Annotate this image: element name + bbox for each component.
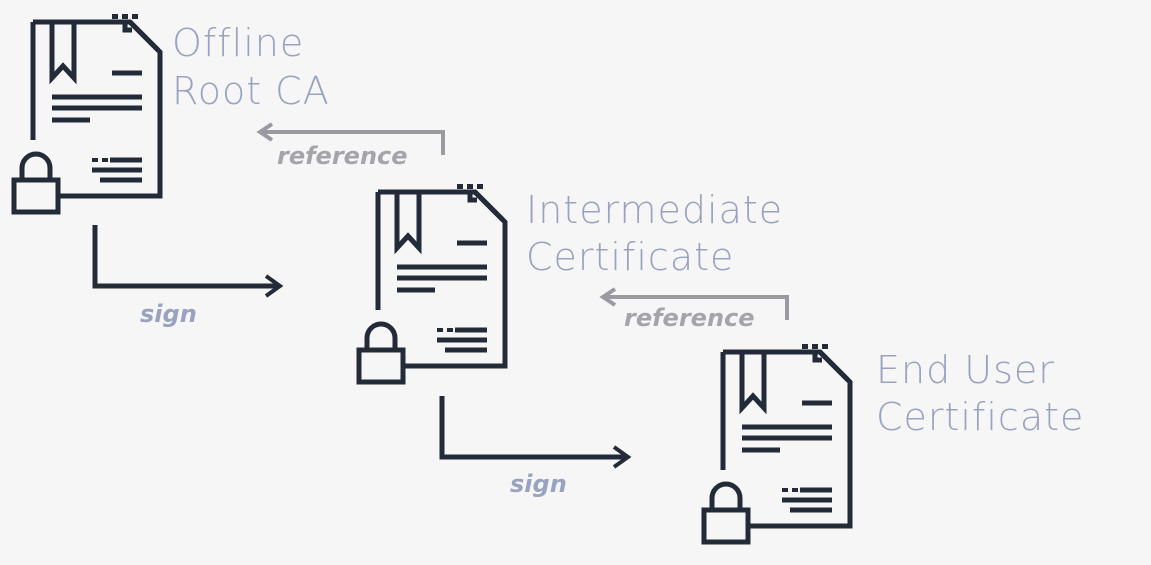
root-ca-certificate-icon [14, 14, 160, 212]
enduser-node: End User Certificate [704, 344, 1084, 542]
root-ca-title-line2: Root CA [172, 69, 330, 113]
root-ca-title-line1: Offline [172, 21, 304, 65]
reference-arrow-intermediate-to-root: reference [256, 122, 445, 170]
sign-arrow-root-to-intermediate: sign [92, 225, 284, 328]
reference-label-1: reference [277, 142, 408, 170]
sign-arrow-intermediate-to-enduser: sign [439, 396, 632, 498]
enduser-title-line1: End User [876, 348, 1055, 392]
sign-label-2: sign [510, 470, 567, 498]
sign-label-1: sign [140, 300, 197, 328]
reference-label-2: reference [624, 304, 755, 332]
intermediate-certificate-icon [359, 184, 505, 382]
intermediate-node: Intermediate Certificate [359, 184, 783, 382]
reference-arrow-enduser-to-intermediate: reference [599, 287, 789, 332]
root-ca-node: Offline Root CA [14, 14, 330, 212]
enduser-title-line2: Certificate [876, 395, 1084, 439]
enduser-certificate-icon [704, 344, 850, 542]
intermediate-title-line2: Certificate [526, 235, 734, 279]
intermediate-title-line1: Intermediate [526, 188, 783, 232]
